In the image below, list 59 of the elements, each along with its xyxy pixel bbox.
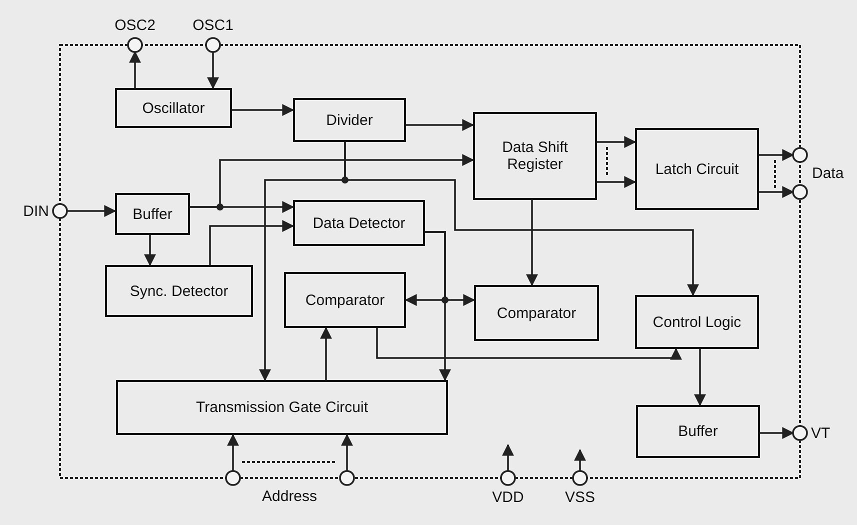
block-label: Data Detector (312, 214, 406, 232)
arrow (207, 52, 219, 90)
arrow (232, 104, 294, 116)
block-label: Comparator (305, 292, 385, 308)
block-label: Oscillator (142, 100, 205, 116)
pin-label: DIN (22, 202, 49, 220)
arrow (227, 434, 239, 471)
arrow (759, 186, 794, 198)
pin-circle (792, 184, 808, 200)
pin-group-label: Address (262, 488, 318, 505)
arrow (144, 235, 156, 266)
block-box (474, 285, 599, 341)
arrow (406, 119, 474, 131)
arrow (574, 448, 586, 471)
arrow (694, 349, 706, 406)
arrow (376, 328, 682, 360)
block-box (293, 200, 425, 246)
block-label: Data Shift Register (501, 139, 569, 173)
arrow (341, 434, 353, 471)
block-box (105, 265, 253, 317)
arrow (190, 201, 294, 213)
pin-circle (225, 470, 241, 486)
arrow (320, 326, 332, 380)
pin-label: VSS (564, 489, 596, 506)
block-label: Latch Circuit (655, 160, 739, 178)
pin-circle (792, 147, 808, 163)
block-box (115, 88, 232, 128)
block-label: Comparator (496, 304, 576, 322)
block-label: Sync. Detector (130, 282, 228, 300)
block-label: Transmission Gate Circuit (196, 399, 368, 416)
arrow (597, 136, 636, 148)
pin-label: VDD (491, 489, 525, 506)
pin-group-label: Data (812, 165, 844, 182)
block-box (293, 98, 406, 142)
pin-label: OSC2 (114, 17, 156, 34)
arrow (760, 427, 794, 439)
arrow (502, 444, 514, 471)
arrow (67, 205, 116, 217)
block-box (115, 193, 190, 235)
arrow (759, 149, 794, 161)
pin-label: VT (811, 424, 832, 442)
block-label: Control Logic (652, 314, 742, 330)
arrow (526, 200, 538, 286)
block-box (636, 405, 760, 458)
arrow (129, 50, 141, 88)
arrow (209, 220, 294, 265)
arrow (344, 142, 699, 296)
block-label: Divider (326, 112, 373, 128)
block-box (116, 380, 448, 435)
block-box (473, 112, 597, 200)
arrow (425, 231, 451, 382)
block-box (635, 295, 759, 349)
pin-circle (339, 470, 355, 486)
arrow (597, 176, 636, 188)
block-box (635, 128, 759, 210)
pin-label: OSC1 (192, 17, 234, 34)
block-label: Buffer (678, 423, 718, 440)
block-box (284, 272, 406, 328)
block-label: Buffer (132, 206, 172, 222)
